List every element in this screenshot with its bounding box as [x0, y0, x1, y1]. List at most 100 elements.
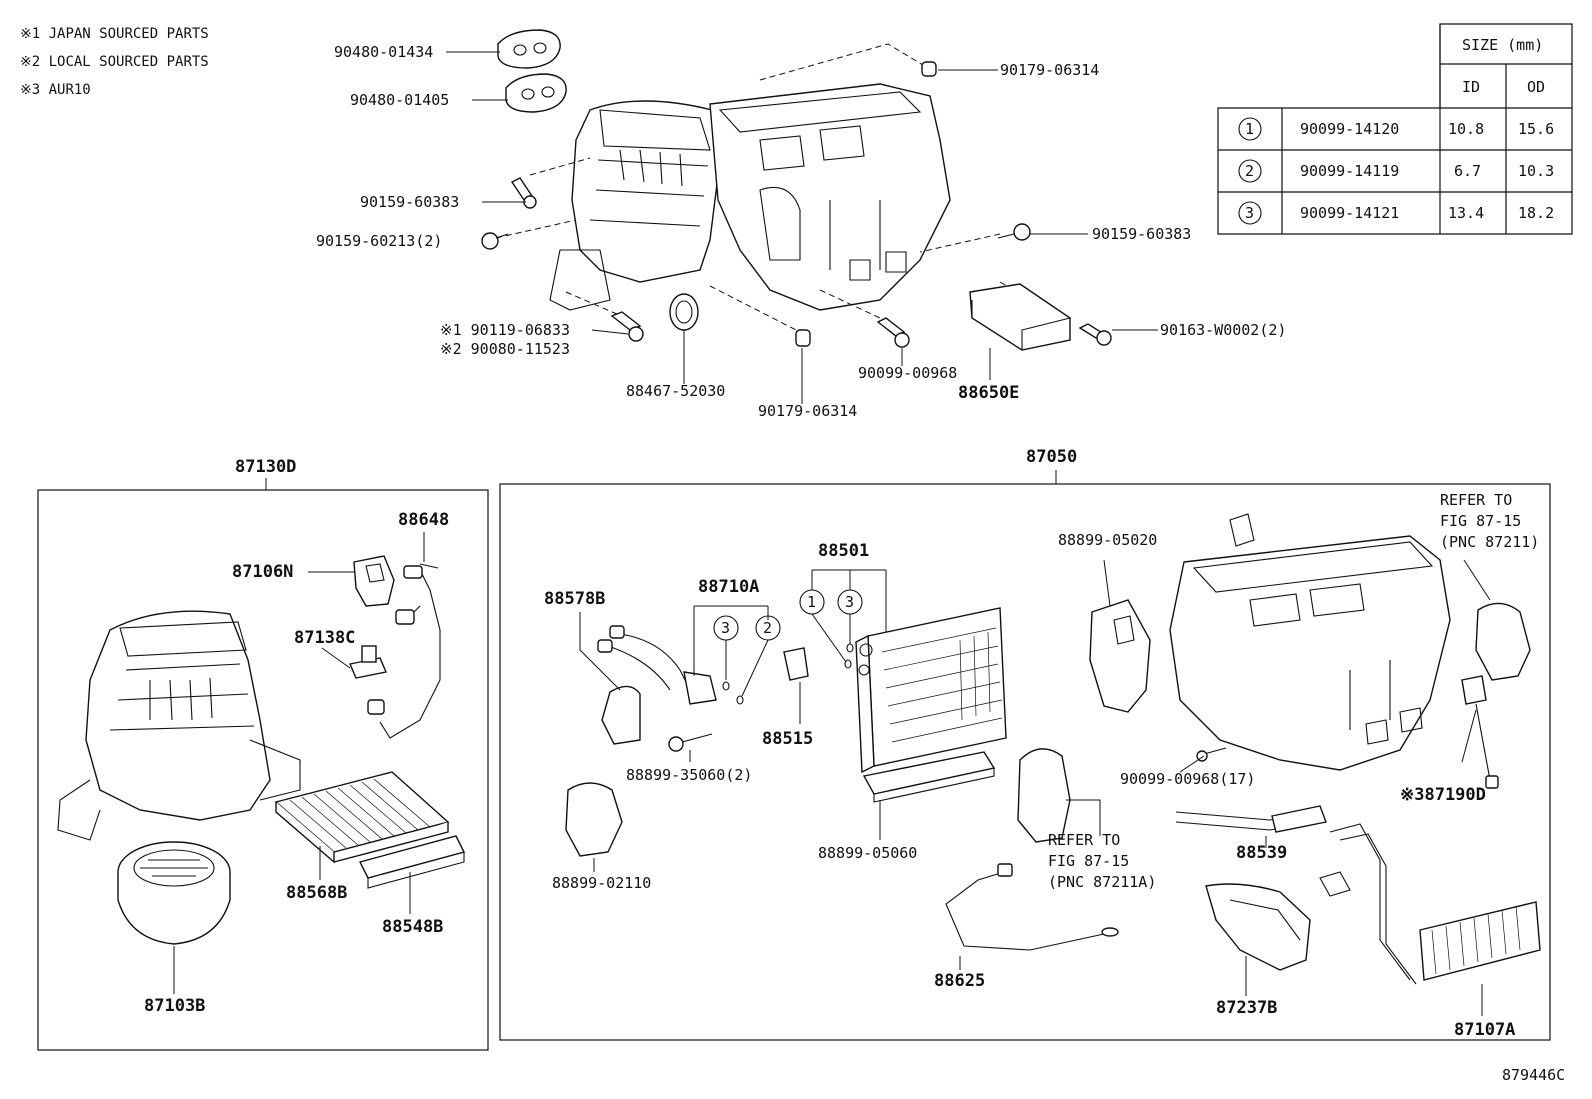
note-japan-sourced: ※1 JAPAN SOURCED PARTS [20, 26, 209, 42]
refer-note: REFER TO [1440, 491, 1512, 509]
callout-mark: 3 [845, 593, 854, 611]
grommet-icon [497, 29, 561, 69]
o-ring-icon [722, 681, 730, 691]
size-row-part: 90099-14120 [1300, 120, 1399, 138]
part-label: 90480-01405 [350, 91, 449, 109]
air-filter-icon [274, 771, 450, 864]
part-label: 88501 [818, 541, 869, 561]
size-row-od: 15.6 [1518, 120, 1554, 138]
bracket-icon [969, 283, 1071, 351]
size-row-part: 90099-14119 [1300, 162, 1399, 180]
screw-icon [876, 317, 910, 348]
part-label: 87237B [1216, 998, 1277, 1018]
note-local-sourced: ※2 LOCAL SOURCED PARTS [20, 54, 209, 70]
blower-case-icon [57, 610, 301, 841]
part-label: 90159-60383 [1092, 225, 1191, 243]
part-label: 87103B [144, 996, 205, 1016]
part-label: 88578B [544, 589, 605, 609]
part-label: 88899-02110 [552, 874, 651, 892]
part-label: 90480-01434 [334, 43, 433, 61]
part-label: 90163-W0002(2) [1160, 321, 1286, 339]
group-title: 87050 [1026, 447, 1077, 467]
sensor-icon [349, 645, 387, 679]
figure-id: 879446C [1502, 1066, 1565, 1084]
size-row-od: 18.2 [1518, 204, 1554, 222]
part-label: 88899-05060 [818, 844, 917, 862]
part-label: 90099-00968(17) [1120, 770, 1255, 788]
part-label: 88710A [698, 577, 759, 597]
size-table: SIZE (mm) ID OD 1 90099-14120 10.8 15.6 … [1217, 23, 1573, 235]
wire-harness-icon [367, 563, 441, 739]
resistor-icon [353, 555, 395, 607]
evaporator-icon [855, 607, 1007, 774]
temperature-sensor-icon [945, 863, 1119, 951]
refer-note: (PNC 87211A) [1048, 873, 1156, 891]
grommet-icon [505, 73, 567, 113]
callout-mark: 1 [807, 593, 816, 611]
refer-note: FIG 87-15 [1048, 852, 1129, 870]
part-label: 87107A [1454, 1020, 1515, 1040]
part-label: 88899-05020 [1058, 531, 1157, 549]
part-label: 90099-00968 [858, 364, 957, 382]
part-label: 88548B [382, 917, 443, 937]
size-table-col-od: OD [1527, 78, 1545, 96]
part-label: 90179-06314 [1000, 61, 1099, 79]
callout-mark: 3 [721, 619, 730, 637]
callout-mark: 2 [763, 619, 772, 637]
heater-core-icon [1319, 823, 1541, 985]
size-row-id: 13.4 [1448, 204, 1484, 222]
size-table-header: SIZE (mm) [1462, 36, 1543, 54]
cover-icon [565, 782, 623, 857]
part-label: 87106N [232, 562, 293, 582]
part-label: 88625 [934, 971, 985, 991]
drain-hose-icon [1175, 805, 1327, 833]
sensor-icon [1461, 675, 1499, 789]
cap-icon [669, 293, 699, 331]
size-row-od: 10.3 [1518, 162, 1554, 180]
duct-icon [1205, 883, 1311, 971]
part-label: 90179-06314 [758, 402, 857, 420]
note-aur10: ※3 AUR10 [20, 82, 91, 98]
part-label: 88539 [1236, 843, 1287, 863]
size-table-col-id: ID [1462, 78, 1480, 96]
blower-group: 87130D [37, 457, 489, 1051]
size-row-id: 6.7 [1454, 162, 1481, 180]
servo-motor-icon [1089, 599, 1151, 713]
group-title: 87130D [235, 457, 296, 477]
part-label: ※387190D [1400, 785, 1486, 805]
part-label: 88899-35060(2) [626, 766, 752, 784]
size-row-id: 10.8 [1448, 120, 1484, 138]
part-label: 88568B [286, 883, 347, 903]
size-row-mark: 3 [1245, 204, 1254, 222]
screw-icon [610, 311, 644, 342]
o-ring-icon [846, 643, 854, 653]
part-label: 87138C [294, 628, 355, 648]
screw-icon [1078, 323, 1112, 346]
heater-unit-group: 87050 [499, 447, 1551, 1041]
refer-note: REFER TO [1048, 831, 1120, 849]
blower-case-icon [549, 100, 721, 311]
screw-icon [510, 177, 537, 209]
size-row-part: 90099-14121 [1300, 204, 1399, 222]
pipe-cover-icon [601, 685, 641, 745]
filter-cover-icon [358, 835, 466, 889]
clip-icon [795, 329, 811, 347]
thermistor-icon [783, 647, 809, 681]
part-label: 90159-60213(2) [316, 232, 442, 250]
heater-case-icon [1169, 513, 1451, 771]
part-label: 90159-60383 [360, 193, 459, 211]
clip-icon [921, 61, 937, 77]
bolt-icon [668, 733, 713, 752]
top-assembly: 90480-01434 90480-01405 90179-06314 9015… [316, 29, 1286, 420]
screw-icon [1196, 747, 1227, 762]
screw-icon [481, 232, 509, 250]
actuator-icon [1475, 602, 1531, 681]
expansion-valve-icon [597, 625, 717, 705]
part-label: 88648 [398, 510, 449, 530]
size-row-mark: 1 [1245, 120, 1254, 138]
evaporator-cover-icon [862, 751, 996, 803]
o-ring-icon [736, 695, 744, 705]
refer-note: (PNC 87211) [1440, 533, 1539, 551]
screw-icon [997, 223, 1031, 241]
part-label: 88515 [762, 729, 813, 749]
